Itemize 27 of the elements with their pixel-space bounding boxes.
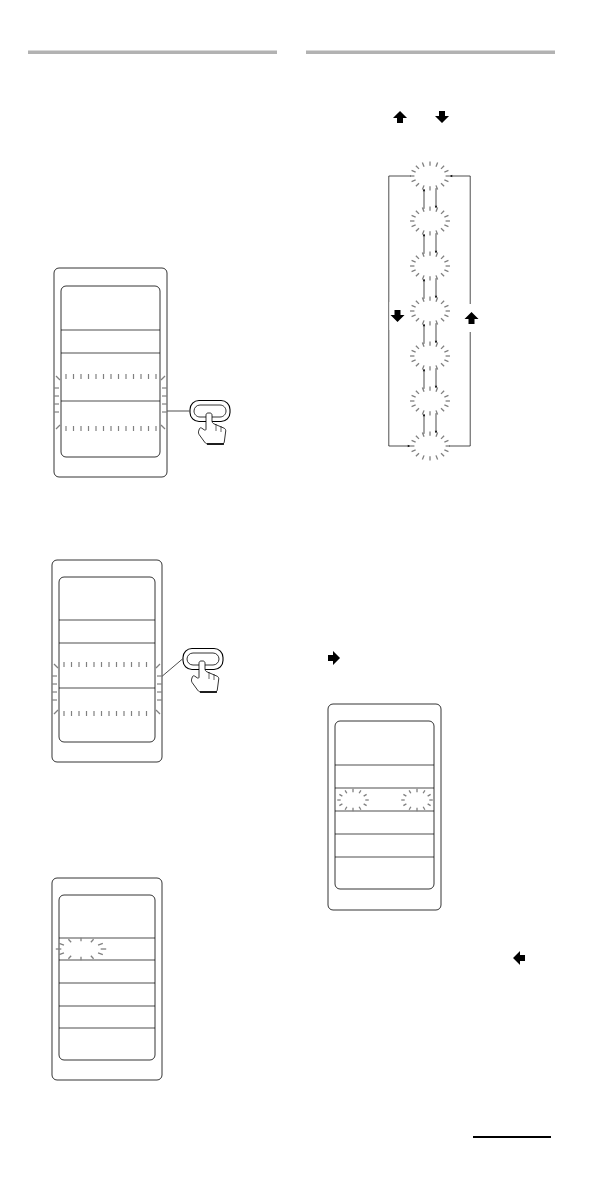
arrow <box>422 188 426 210</box>
display-panel-drawing <box>53 267 168 478</box>
button-with-hand-drawing <box>182 647 224 693</box>
blinking-indicator <box>409 340 451 372</box>
arrow <box>434 232 438 254</box>
arrow <box>422 278 426 300</box>
arrow <box>422 413 426 435</box>
display-panel-drawing <box>51 877 163 1081</box>
arrow <box>388 175 412 448</box>
arrow <box>448 174 471 447</box>
arrow <box>434 412 438 434</box>
blinking-indicator <box>409 295 451 327</box>
arrow <box>434 187 438 209</box>
arrow <box>422 368 426 390</box>
arrow <box>422 233 426 255</box>
button-with-hand-drawing <box>189 399 231 445</box>
arrow <box>434 277 438 299</box>
blinking-indicator <box>409 385 451 417</box>
display-panel-drawing <box>51 559 163 763</box>
display-panel-drawing <box>327 703 442 911</box>
blinking-indicator <box>409 250 451 282</box>
arrow <box>434 367 438 389</box>
arrow <box>434 322 438 344</box>
blinking-indicator <box>409 430 451 462</box>
blinking-indicator <box>409 160 451 192</box>
blinking-indicator <box>409 205 451 237</box>
arrow <box>422 323 426 345</box>
